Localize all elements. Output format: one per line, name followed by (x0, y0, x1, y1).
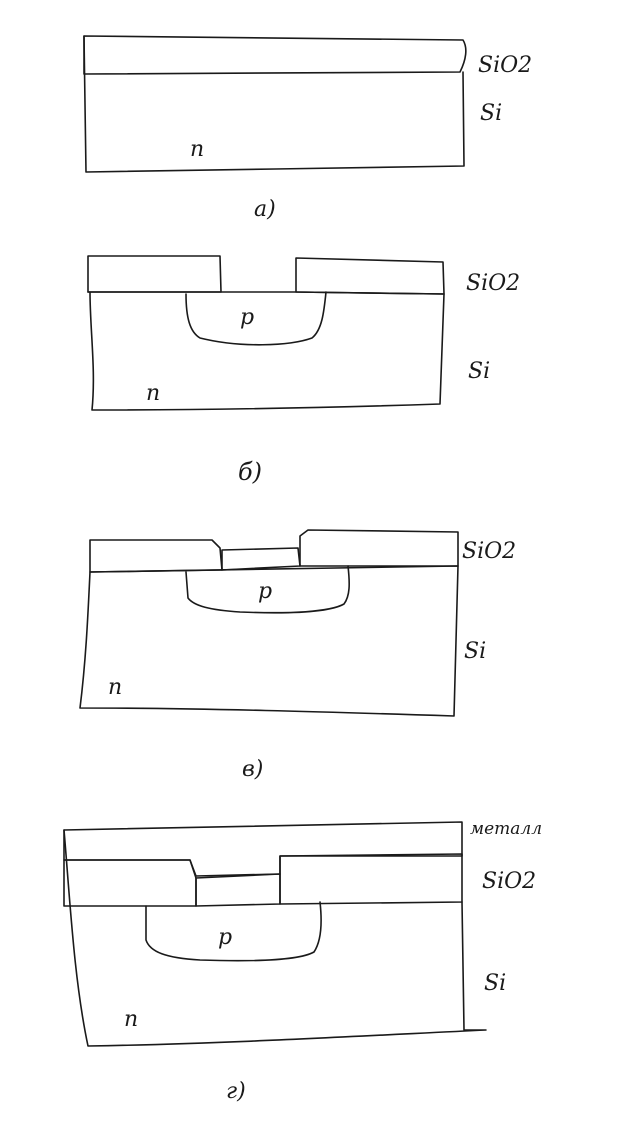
panel-d: p n металл SiO2 Si г) (63, 819, 542, 1104)
panel-b-substrate-label: Si (468, 359, 490, 384)
panel-d-metal-label: металл (470, 819, 542, 839)
panel-a-substrate-label: Si (480, 101, 502, 126)
panel-b-oxide-right (295, 257, 445, 295)
panel-c-oxide-label: SiO2 (462, 539, 516, 564)
panel-a-oxide-layer (83, 35, 467, 75)
panel-c-oxide-right (299, 529, 459, 567)
panel-b: p n SiO2 Si б) (87, 255, 520, 486)
panel-d-substrate-label: Si (484, 971, 506, 996)
panel-c-caption: в) (242, 757, 263, 782)
panel-d-oxide-right (279, 853, 463, 905)
panel-b-oxide-left (87, 255, 222, 293)
panel-a-n-region-label: n (190, 137, 204, 162)
panel-c-p-region-label: p (258, 579, 272, 604)
panel-d-caption: г) (226, 1079, 246, 1104)
panel-b-p-region-label: p (240, 305, 254, 330)
panel-b-caption: б) (238, 458, 262, 486)
panel-d-n-region-label: n (124, 1007, 138, 1032)
panel-c-oxide-left (89, 539, 223, 573)
panel-d-oxide-thin (195, 873, 281, 907)
panel-a-oxide-label: SiO2 (478, 53, 532, 78)
panel-c-substrate (79, 565, 459, 717)
panel-b-p-well (185, 291, 327, 346)
panel-d-oxide-left (63, 859, 197, 907)
panel-c-n-region-label: n (108, 675, 122, 700)
panel-c-p-well (185, 565, 350, 614)
panel-a: SiO2 Si n а) (83, 35, 532, 222)
panel-d-oxide-label: SiO2 (482, 869, 536, 894)
panel-a-caption: а) (254, 197, 276, 222)
panel-b-oxide-label: SiO2 (466, 271, 520, 296)
panel-c-substrate-label: Si (464, 639, 486, 664)
panel-b-n-region-label: n (146, 381, 160, 406)
panel-d-metal-layer (63, 821, 463, 877)
panel-d-p-well (145, 901, 322, 962)
panel-a-substrate (83, 35, 465, 173)
panel-c-oxide-thin (221, 547, 301, 571)
panel-d-substrate (63, 829, 487, 1047)
panel-c: p n SiO2 Si в) (79, 529, 516, 782)
panel-b-substrate (87, 291, 445, 411)
panel-d-p-region-label: p (218, 925, 232, 950)
